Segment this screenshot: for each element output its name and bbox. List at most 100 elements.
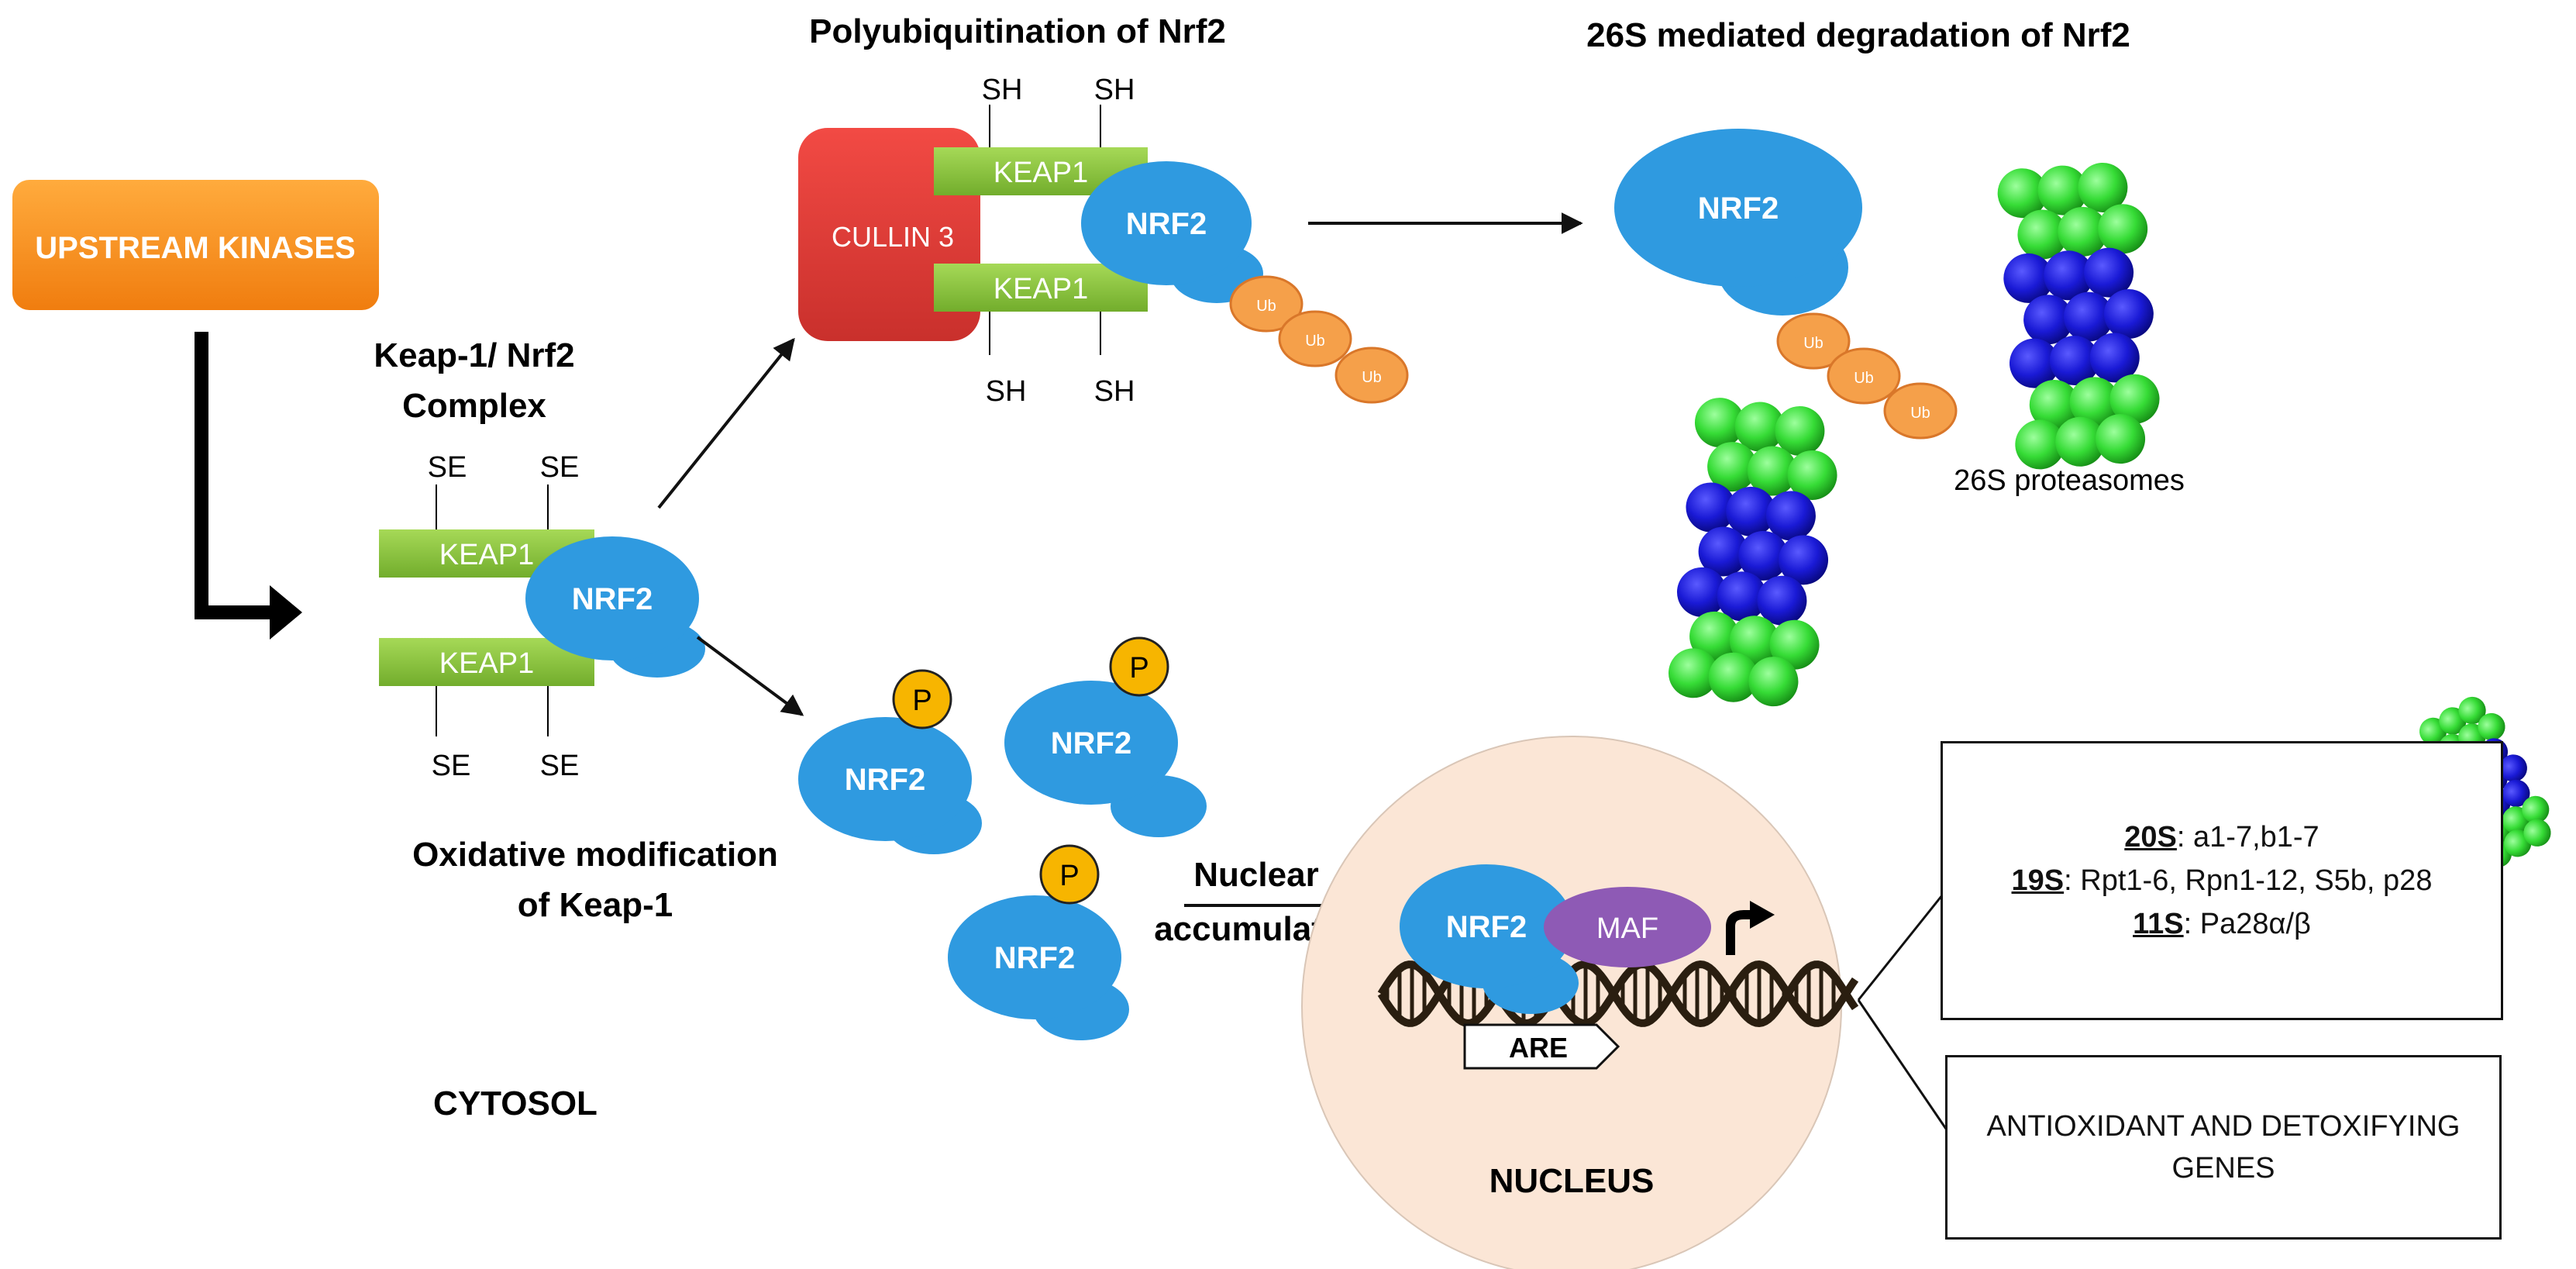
keap1-bar: KEAP1 xyxy=(934,147,1148,195)
se-label: SE xyxy=(432,750,471,782)
oxidative-title-line1: Oxidative modification xyxy=(412,836,778,874)
subunit-row: 20S: a1-7,b1-7 xyxy=(2124,816,2319,859)
proteasome-subunit xyxy=(1707,442,1758,492)
ubiquitin-chain: Ub Ub Ub xyxy=(1229,275,1409,404)
transcription-arrowhead xyxy=(1750,901,1775,929)
proteasome-subunit xyxy=(1669,648,1719,698)
proteasome-subunit xyxy=(1689,611,1740,661)
proteasome-subunit xyxy=(1726,486,1776,536)
proteasome-subunit xyxy=(2522,795,2550,823)
complex-se-markers: SE SE SE SE xyxy=(428,451,580,782)
phosphate-label: P xyxy=(1129,652,1149,685)
sh-label: SH xyxy=(986,375,1027,408)
subunit-name: 11S xyxy=(2133,908,2184,940)
proteasome-subunit xyxy=(1734,402,1785,452)
se-label: SE xyxy=(540,750,580,782)
svg-text:NRF2: NRF2 xyxy=(1446,910,1527,944)
dna-strand xyxy=(1377,960,1859,1028)
nrf2-protein: NRF2 xyxy=(1400,864,1579,1014)
complex-title-line2: Complex xyxy=(402,387,546,425)
proteasome-subunit xyxy=(2523,819,2551,847)
phospho-nrf2: NRF2 P xyxy=(798,669,982,854)
proteasome-subunit xyxy=(2029,379,2079,429)
proteasome-subunit xyxy=(1694,398,1744,448)
proteasome-subunit xyxy=(1779,535,1829,585)
proteasome-subunit xyxy=(2096,414,2146,464)
proteasome-subunit xyxy=(2009,338,2060,388)
svg-text:NRF2: NRF2 xyxy=(1051,726,1131,760)
proteasome-subunit xyxy=(1769,619,1820,670)
proteasome-subunit xyxy=(2458,696,2486,725)
proteasome-subunit xyxy=(2103,289,2154,340)
proteasome-subunit xyxy=(2055,416,2106,467)
proteasome-subunit xyxy=(2017,209,2068,260)
subunit-row: 11S: Pa28α/β xyxy=(2133,902,2311,946)
sh-label: SH xyxy=(1094,375,1135,408)
svg-text:NRF2: NRF2 xyxy=(1698,191,1779,226)
genes-box-text: ANTIOXIDANT AND DETOXIFYING GENES xyxy=(1986,1110,2461,1185)
connector-line xyxy=(1857,999,1951,1134)
phosphate-label: P xyxy=(1059,860,1079,892)
svg-text:NRF2: NRF2 xyxy=(994,941,1075,975)
nucleus-label: NUCLEUS xyxy=(1489,1162,1655,1200)
proteasome-26s xyxy=(1669,398,1837,707)
svg-text:Ub: Ub xyxy=(1256,298,1276,315)
oxidative-title-line2: of Keap-1 xyxy=(518,886,673,924)
proteasome-subunit xyxy=(2044,250,2094,301)
sh-label: SH xyxy=(982,74,1023,106)
arrow-to-ubiquitination xyxy=(657,337,795,509)
proteasome-subunit xyxy=(2015,419,2065,470)
proteasome-subunit xyxy=(2069,377,2120,427)
proteasome-subunit xyxy=(1765,491,1816,541)
nrf2-protein: NRF2 xyxy=(525,536,705,678)
proteasome-subunit xyxy=(2084,247,2134,298)
svg-text:MAF: MAF xyxy=(1596,912,1658,945)
proteasome-subunit xyxy=(1775,405,1825,456)
proteasome-subunit xyxy=(2037,165,2088,216)
svg-text:NRF2: NRF2 xyxy=(572,582,653,616)
svg-text:Ub: Ub xyxy=(1305,333,1325,350)
svg-text:KEAP1: KEAP1 xyxy=(439,647,535,680)
complex-title-line1: Keap-1/ Nrf2 xyxy=(374,336,574,374)
svg-text:ARE: ARE xyxy=(1509,1032,1568,1064)
connector-line xyxy=(1857,891,1947,1001)
proteasome-subunit xyxy=(2089,333,2140,383)
proteasome-subunit xyxy=(2058,206,2108,257)
proteasome-26s xyxy=(1997,162,2160,470)
subunit-desc: : a1-7,b1-7 xyxy=(2176,821,2319,853)
are-element: ARE xyxy=(1463,1023,1620,1070)
phospho-nrf2: NRF2 P xyxy=(948,844,1129,1040)
proteasome-subunit xyxy=(2478,712,2505,741)
transcription-arrow-icon xyxy=(1726,910,1753,955)
svg-text:KEAP1: KEAP1 xyxy=(439,539,535,571)
ub-sh-markers: SH SH SH SH xyxy=(982,74,1135,408)
degradation-title: 26S mediated degradation of Nrf2 xyxy=(1586,16,2130,54)
proteasome-subunits-box: 20S: a1-7,b1-7 19S: Rpt1-6, Rpn1-12, S5b… xyxy=(1941,741,2503,1020)
nrf2-protein: NRF2 xyxy=(1614,129,1862,316)
sh-label: SH xyxy=(1094,74,1135,106)
subunit-name: 20S xyxy=(2124,821,2177,853)
phospho-nrf2: NRF2 P xyxy=(1004,636,1207,837)
proteasome-subunit xyxy=(1748,657,1799,707)
proteasome-subunit xyxy=(2064,291,2114,342)
subunit-name: 19S xyxy=(2011,864,2065,897)
nuclear-accumulation-line1: Nuclear xyxy=(1193,856,1318,894)
upstream-arrowhead xyxy=(270,585,302,640)
proteasome-subunit xyxy=(2499,754,2527,782)
upstream-elbow-arrow xyxy=(195,332,271,619)
phosphate-label: P xyxy=(912,685,932,717)
proteasome-subunit xyxy=(2078,162,2128,212)
cytosol-label: CYTOSOL xyxy=(433,1085,598,1122)
svg-text:KEAP1: KEAP1 xyxy=(994,273,1089,305)
svg-text:Ub: Ub xyxy=(1854,370,1874,387)
proteasome-subunit xyxy=(1708,652,1758,702)
proteasome-subunit xyxy=(2049,336,2099,386)
polyubiquitination-title: Polyubiquitination of Nrf2 xyxy=(809,12,1226,50)
svg-text:KEAP1: KEAP1 xyxy=(994,157,1089,189)
proteasome-subunit xyxy=(1747,446,1797,496)
svg-text:Ub: Ub xyxy=(1910,405,1930,422)
se-label: SE xyxy=(540,451,580,484)
se-label: SE xyxy=(428,451,467,484)
proteasome-subunit xyxy=(2023,295,2074,345)
proteasome-subunit xyxy=(1729,616,1779,666)
